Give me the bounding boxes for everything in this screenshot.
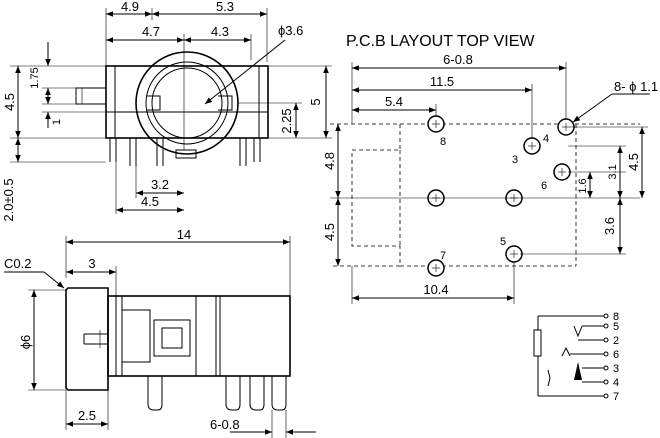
dim-5: 5 (308, 98, 323, 105)
dim-4-5-bottom: 4.5 (141, 194, 159, 209)
dim-2-25: 2.25 (279, 108, 294, 133)
pin-label-7: 7 (440, 250, 446, 262)
pcb-layout: P.C.B LAYOUT TOP VIEW 6-0.8 11.5 5.4 8- … (322, 33, 658, 304)
dim-c0-2: C0.2 (4, 256, 31, 271)
pin-label-4: 4 (543, 133, 549, 145)
pin-label-6: 6 (541, 180, 547, 192)
pcb-dim-6-0-8: 6-0.8 (443, 52, 473, 67)
pcb-dim-3-6: 3.6 (602, 217, 617, 235)
pin-label-3: 3 (512, 154, 518, 166)
pcb-dim-4-8: 4.8 (322, 152, 337, 170)
pcb-dim-4-5-left: 4.5 (322, 223, 337, 241)
dim-2-5: 2.5 (78, 408, 96, 423)
dim-1-75: 1.75 (29, 67, 41, 88)
dim-6-0-8-side: 6-0.8 (210, 417, 240, 432)
dim-1: 1 (51, 119, 63, 125)
pcb-title: P.C.B LAYOUT TOP VIEW (346, 33, 535, 50)
pcb-dim-5-4: 5.4 (385, 94, 403, 109)
dim-14: 14 (177, 227, 191, 242)
pcb-dim-10-4: 10.4 (423, 282, 448, 297)
sch-pin-3: 3 (613, 363, 619, 375)
dim-4-9: 4.9 (121, 0, 139, 14)
sch-pin-2: 2 (613, 335, 619, 347)
sch-pin-8: 8 (613, 311, 619, 323)
pcb-dim-4-5-right: 4.5 (626, 153, 641, 171)
pin-label-8: 8 (440, 136, 446, 148)
dim-2-0: 2.0±0.5 (1, 178, 16, 221)
dim-5-3: 5.3 (216, 0, 234, 14)
pcb-dim-8-phi: 8- ϕ 1.1 (614, 79, 658, 94)
dim-phi-3-6: ϕ3.6 (278, 23, 303, 38)
dim-4-3: 4.3 (211, 24, 229, 39)
top-view: 4.9 5.3 4.7 4.3 ϕ3.6 4. (1, 0, 332, 222)
sch-pin-6: 6 (613, 349, 619, 361)
pin-label-5: 5 (500, 236, 506, 248)
pcb-dim-1-6: 1.6 (577, 178, 589, 193)
pcb-dim-11-5: 11.5 (430, 74, 454, 89)
dim-phi-6: ϕ6 (18, 335, 33, 350)
schematic: 8 5 2 6 3 4 7 (533, 311, 619, 403)
sch-pin-4: 4 (613, 377, 619, 389)
side-view: 14 C0.2 3 ϕ6 2.5 (4, 227, 316, 438)
pcb-dim-3-1: 3.1 (607, 164, 619, 179)
dim-4-7: 4.7 (142, 24, 160, 39)
dim-4-5-left: 4.5 (2, 93, 17, 111)
dim-3: 3 (88, 256, 95, 271)
dim-3-2: 3.2 (151, 177, 169, 192)
sch-pin-7: 7 (613, 391, 619, 403)
sch-pin-5: 5 (613, 321, 619, 333)
